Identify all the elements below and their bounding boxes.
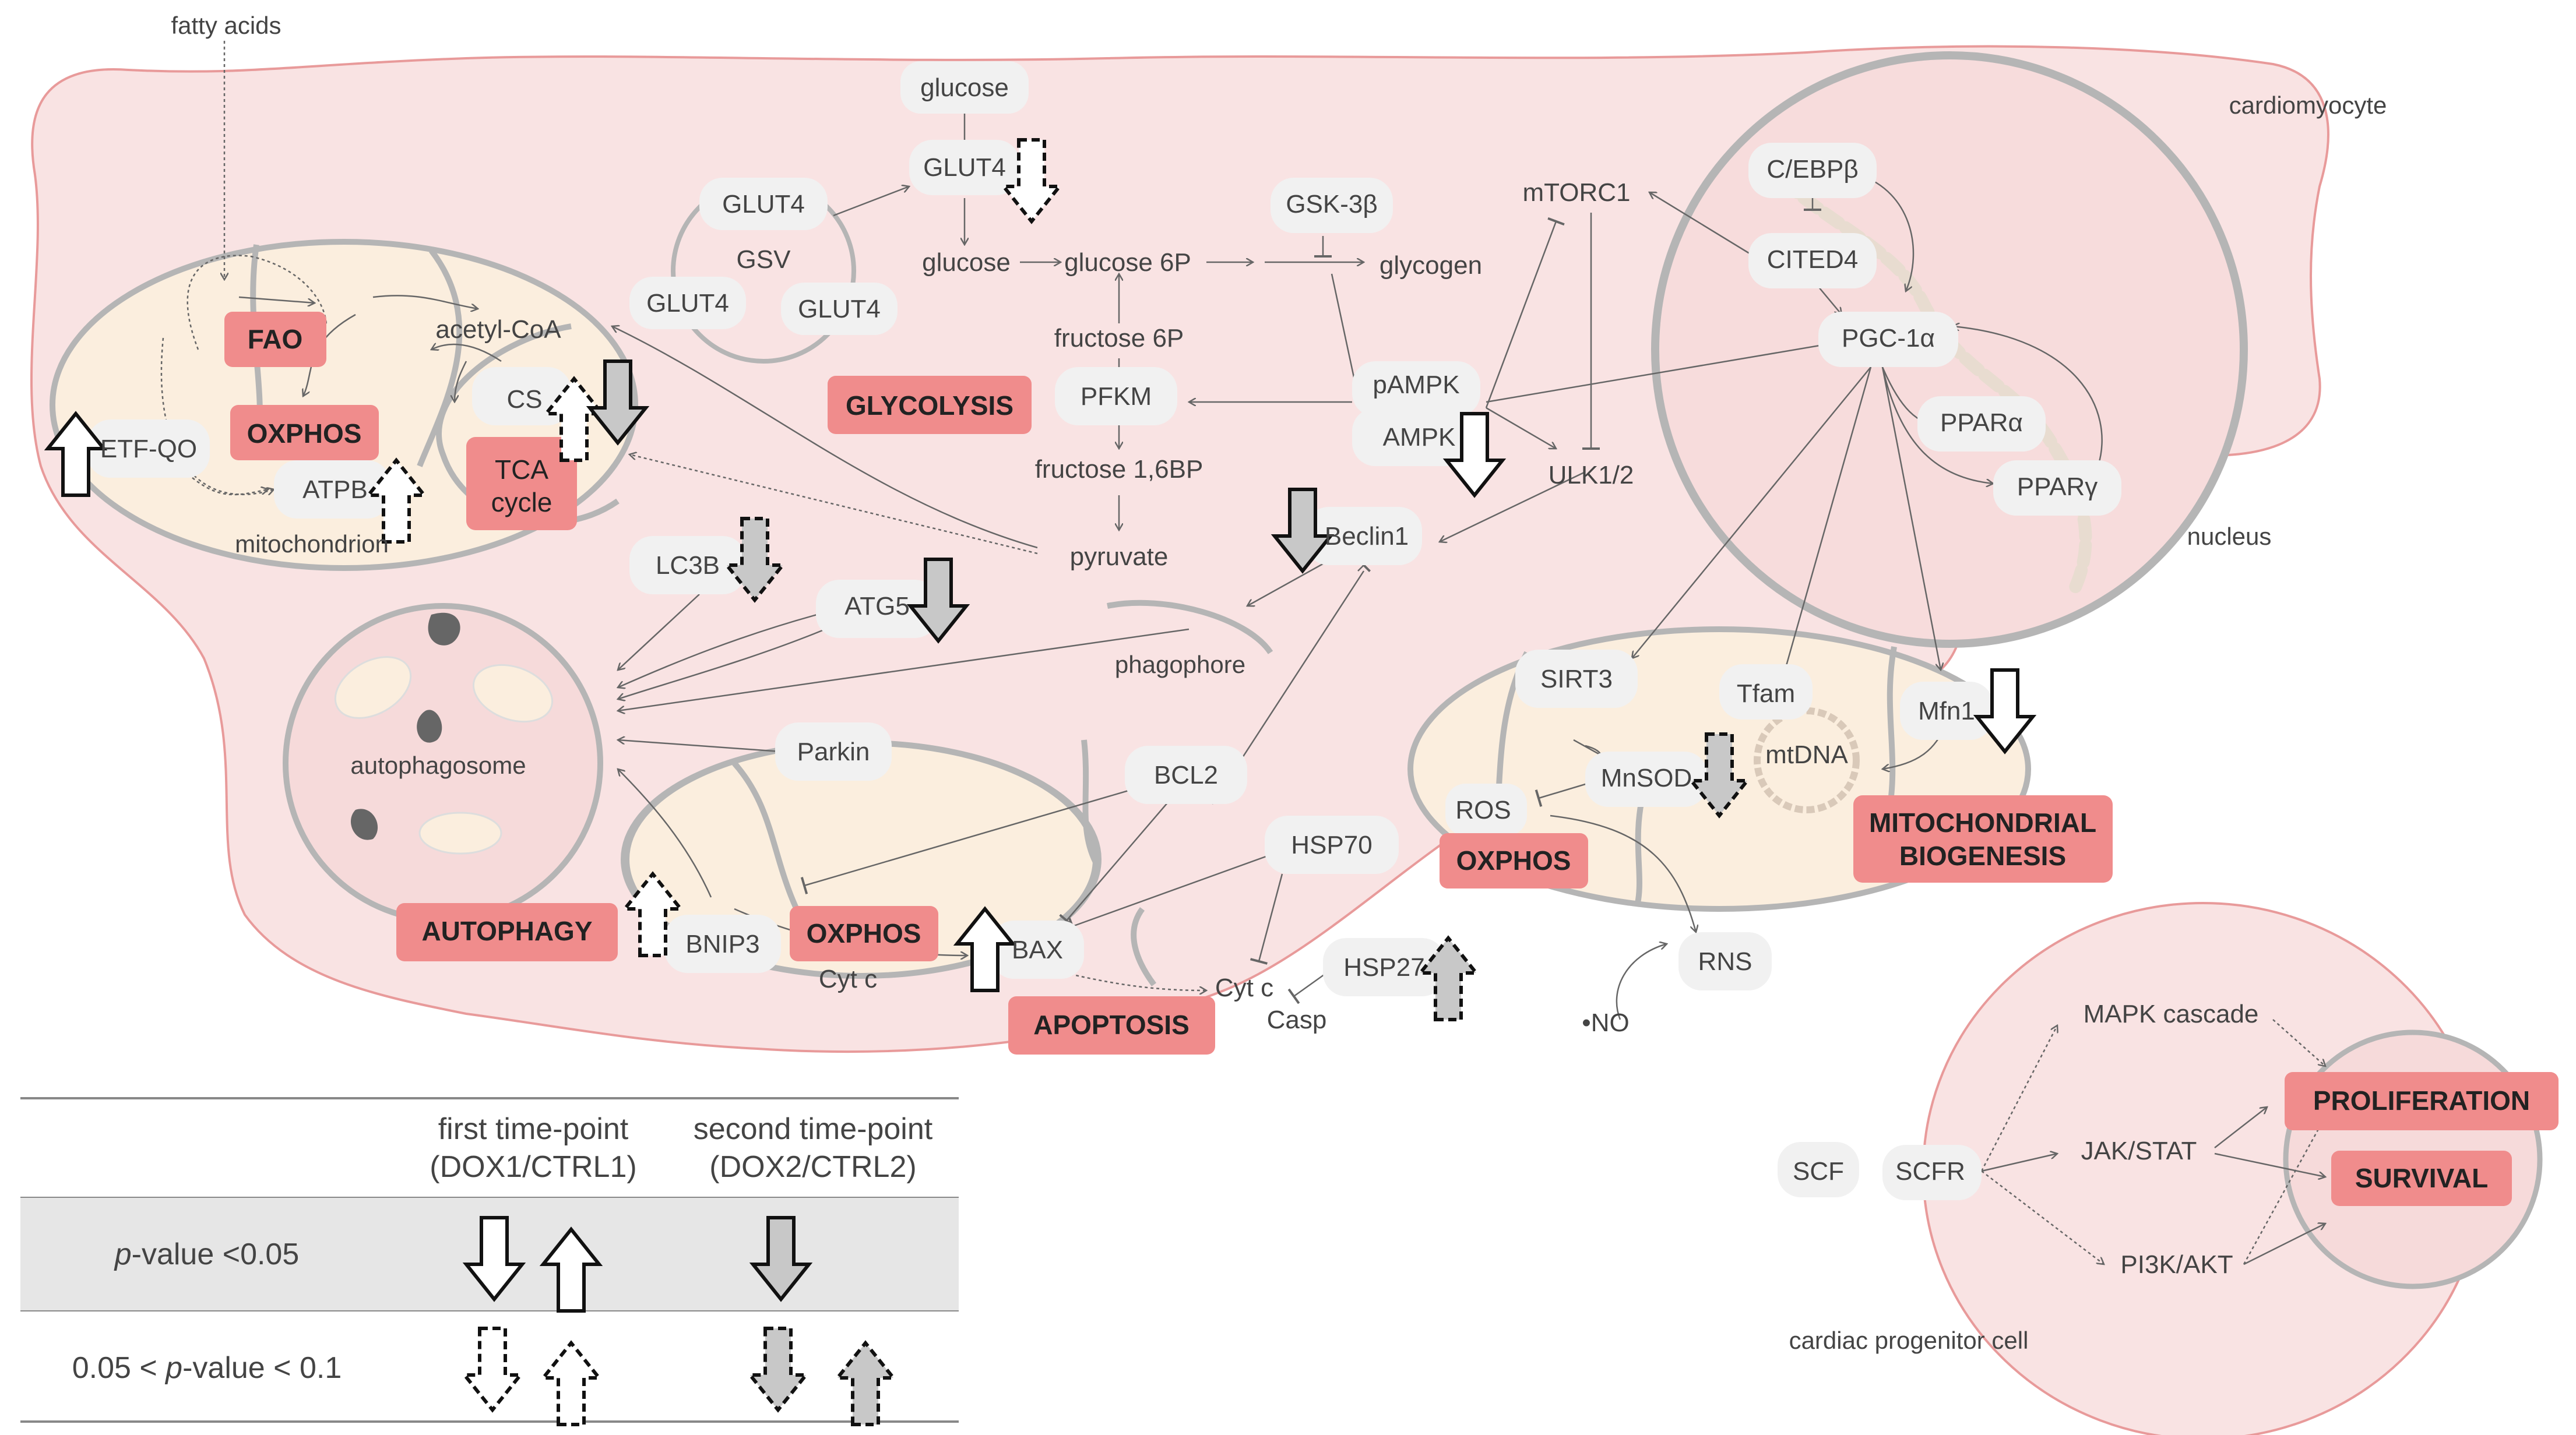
cited4-label: CITED4 bbox=[1767, 245, 1858, 274]
pampk-label: pAMPK bbox=[1373, 371, 1459, 399]
fructose-16bp-label: fructose 1,6BP bbox=[1035, 455, 1203, 484]
ulk12-label: ULK1/2 bbox=[1549, 461, 1634, 489]
phagophore-membrane bbox=[1107, 600, 1273, 654]
mtdna-label: mtDNA bbox=[1765, 741, 1848, 769]
parkin-label: Parkin bbox=[797, 738, 870, 766]
legend-row1-p: p bbox=[114, 1237, 132, 1271]
apoptosis-label: APOPTOSIS bbox=[1033, 1010, 1190, 1040]
mnsod-label: MnSOD bbox=[1601, 764, 1692, 792]
bnip3-label: BNIP3 bbox=[685, 930, 759, 958]
acetyl-coa-label: acetyl-CoA bbox=[435, 315, 561, 344]
mtdna-loop bbox=[1754, 707, 1860, 813]
bcl2-label: BCL2 bbox=[1154, 761, 1218, 789]
legend-row2-rest: -value < 0.1 bbox=[182, 1351, 342, 1385]
legend-row1-rest: -value <0.05 bbox=[132, 1237, 300, 1271]
glycogen-label: glycogen bbox=[1380, 251, 1482, 280]
autophagosome bbox=[283, 603, 603, 923]
etfqo-label: ETF-QO bbox=[100, 435, 197, 463]
atg5-label: ATG5 bbox=[844, 592, 910, 620]
legend-row2-label: 0.05 < p-value < 0.1 bbox=[72, 1351, 342, 1385]
legend-col2-line1: second time-point bbox=[694, 1112, 933, 1146]
scf-label: SCF bbox=[1793, 1157, 1844, 1186]
gsk3b-label: GSK-3β bbox=[1286, 190, 1377, 218]
pfkm-label: PFKM bbox=[1081, 382, 1152, 411]
mtorc1-label: mTORC1 bbox=[1523, 178, 1631, 207]
protein-blobs bbox=[87, 61, 2121, 1200]
pgc1a-label: PGC-1α bbox=[1842, 324, 1935, 352]
legend-row2-pre: 0.05 < bbox=[72, 1351, 166, 1385]
ros-label: ROS bbox=[1455, 796, 1511, 824]
legend-dashed-up-grey bbox=[837, 1343, 893, 1425]
cebpb-label: C/EBPβ bbox=[1766, 155, 1858, 184]
tca-line1-label: TCA bbox=[495, 454, 548, 485]
jak-stat-label: JAK/STAT bbox=[2081, 1137, 2197, 1165]
oxphos-2-label: OXPHOS bbox=[807, 918, 921, 949]
glucose-6p-label: glucose 6P bbox=[1064, 248, 1191, 277]
oxphos-3-label: OXPHOS bbox=[1456, 845, 1571, 876]
fao-label: FAO bbox=[248, 324, 303, 354]
tca-line2-label: cycle bbox=[491, 487, 552, 517]
process-boxes bbox=[224, 312, 2559, 1206]
mito-bio-line1-label: MITOCHONDRIAL bbox=[1869, 808, 2096, 838]
cyt-c-inner-label: Cyt c bbox=[819, 965, 877, 993]
casp-label: Casp bbox=[1267, 1006, 1327, 1034]
legend: first time-point (DOX1/CTRL1) second tim… bbox=[20, 1097, 959, 1425]
legend-dashed-down-white bbox=[464, 1328, 520, 1410]
glucose-ext-label: glucose bbox=[920, 73, 1009, 102]
mapk-cascade-label: MAPK cascade bbox=[2084, 1000, 2259, 1028]
legend-dashed-down-grey bbox=[750, 1328, 806, 1410]
survival-label: SURVIVAL bbox=[2355, 1163, 2488, 1193]
scfr-label: SCFR bbox=[1895, 1157, 1965, 1186]
oxphos-1-label: OXPHOS bbox=[247, 418, 362, 449]
no-label: •NO bbox=[1582, 1009, 1629, 1037]
atpb-label: ATPB bbox=[302, 475, 368, 504]
mitochondrion-label: mitochondrion bbox=[235, 530, 389, 558]
sirt3-label: SIRT3 bbox=[1540, 665, 1613, 693]
fructose-6p-label: fructose 6P bbox=[1054, 324, 1184, 352]
mito-bio-line2-label: BIOGENESIS bbox=[1899, 841, 2066, 871]
glut4-top-label: GLUT4 bbox=[923, 153, 1006, 182]
cyt-c-label: Cyt c bbox=[1215, 974, 1273, 1002]
lc3b-label: LC3B bbox=[656, 551, 720, 580]
tfam-label: Tfam bbox=[1737, 679, 1795, 708]
autophagy-label: AUTOPHAGY bbox=[421, 916, 592, 946]
connectors bbox=[160, 41, 2337, 1264]
legend-col1-line1: first time-point bbox=[438, 1112, 629, 1146]
glut4-a-label: GLUT4 bbox=[722, 190, 805, 218]
cardiac-progenitor-label: cardiac progenitor cell bbox=[1789, 1327, 2029, 1354]
mfn1-label: Mfn1 bbox=[1918, 697, 1975, 725]
cs-label: CS bbox=[506, 385, 542, 414]
ampk-label: AMPK bbox=[1383, 423, 1456, 452]
glucose-label: glucose bbox=[922, 248, 1011, 277]
legend-col1-line2: (DOX1/CTRL1) bbox=[430, 1150, 636, 1184]
pparg-label: PPARγ bbox=[2017, 473, 2098, 501]
pi3k-akt-label: PI3K/AKT bbox=[2120, 1250, 2233, 1279]
cardiomyocyte-label: cardiomyocyte bbox=[2229, 91, 2387, 119]
bax-label: BAX bbox=[1012, 936, 1063, 964]
phagophore-label: phagophore bbox=[1115, 651, 1245, 678]
glycolysis-label: GLYCOLYSIS bbox=[846, 390, 1013, 421]
legend-dashed-up-white bbox=[543, 1343, 599, 1425]
fatty-acids-label: fatty acids bbox=[171, 12, 281, 39]
hsp27-label: HSP27 bbox=[1343, 953, 1424, 982]
glut4-c-label: GLUT4 bbox=[798, 295, 881, 323]
glut4-b-label: GLUT4 bbox=[646, 289, 729, 318]
beclin1-label: Beclin1 bbox=[1325, 522, 1409, 551]
rns-label: RNS bbox=[1698, 947, 1752, 976]
legend-row2-p: p bbox=[164, 1351, 182, 1385]
legend-col2-line2: (DOX2/CTRL2) bbox=[709, 1150, 916, 1184]
gsv-label: GSV bbox=[737, 245, 791, 274]
proliferation-label: PROLIFERATION bbox=[2313, 1085, 2530, 1116]
ppara-label: PPARα bbox=[1940, 408, 2023, 437]
hsp70-label: HSP70 bbox=[1291, 831, 1372, 859]
autophagosome-label: autophagosome bbox=[350, 752, 526, 779]
pyruvate-label: pyruvate bbox=[1070, 542, 1169, 571]
legend-row1-label: p-value <0.05 bbox=[114, 1237, 300, 1271]
nucleus-label: nucleus bbox=[2187, 523, 2272, 550]
